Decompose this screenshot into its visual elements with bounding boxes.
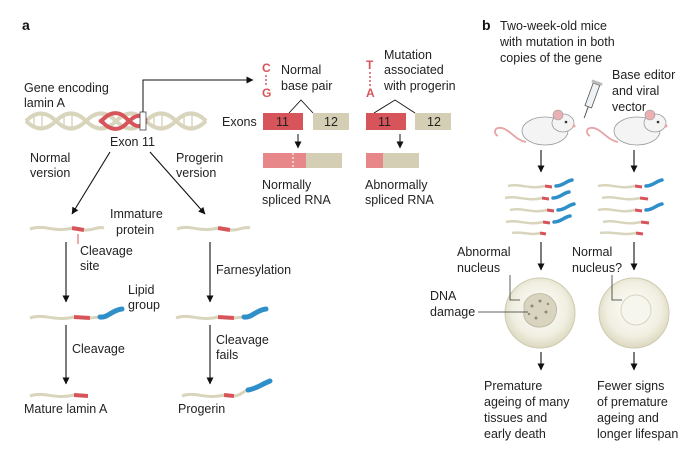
abnormal-nucleus-line2: nucleus [457, 261, 500, 275]
lipid-protein-progerin [175, 306, 269, 321]
exon-12-normal-label: 12 [324, 115, 338, 129]
abnormally-spliced-line2: spliced RNA [365, 193, 434, 207]
mutation-base-top: T [366, 58, 374, 72]
outcome-right-line2: of premature [597, 395, 668, 409]
cleavage-label: Cleavage [72, 342, 125, 356]
outcome-right-line3: ageing and [597, 411, 659, 425]
normal-arrow [71, 151, 111, 215]
abnormal-rna-exon12 [383, 153, 419, 168]
immature-protein-line1: Immature [110, 207, 163, 221]
cleavage-site-line1: Cleavage [80, 244, 133, 258]
mutation-line2: associated [384, 63, 444, 77]
progerin-protein [181, 378, 273, 399]
normal-base-bottom: G [262, 86, 271, 100]
dna-helix [24, 111, 208, 131]
abnormally-spliced-line1: Abnormally [365, 178, 428, 192]
mutation-line3: with progerin [383, 79, 456, 93]
outcome-left-line2: ageing of many [484, 395, 570, 409]
exon-12-mutant [415, 113, 451, 130]
normal-base-pair-line1: Normal [281, 63, 321, 77]
progerin-version-line2: version [176, 166, 216, 180]
base-editor-line3: vector [612, 100, 646, 114]
panel-b-title-line1: Two-week-old mice [500, 19, 607, 33]
normal-version-line2: version [30, 166, 70, 180]
cleavage-site-line2: site [80, 259, 100, 273]
farnesylation-label: Farnesylation [216, 263, 291, 277]
exon-11-mutant [366, 113, 406, 130]
normal-nucleus-line1: Normal [572, 245, 612, 259]
protein-bundle-left [504, 178, 576, 236]
outcome-right-line4: longer lifespan [597, 427, 678, 441]
panel-b-title-line3: copies of the gene [500, 51, 602, 65]
dna-damage-line1: DNA [430, 289, 457, 303]
base-editor-line1: Base editor [612, 68, 675, 82]
gene-label-line2: lamin A [24, 96, 66, 110]
progerin-version-line1: Progerin [176, 151, 223, 165]
base-editor-line2: and viral [612, 84, 659, 98]
normal-nucleus-cell [598, 277, 670, 349]
normally-spliced-line2: spliced RNA [262, 193, 331, 207]
gene-label-line1: Gene encoding [24, 81, 109, 95]
abnormal-nucleus-line1: Abnormal [457, 245, 511, 259]
panel-a-label: a [22, 17, 30, 33]
exon11-to-basepair-arrow [142, 76, 254, 112]
lipid-group-line1: Lipid [128, 283, 154, 297]
progerin-label: Progerin [178, 402, 225, 416]
exon11-label: Exon 11 [110, 135, 155, 149]
normal-nucleus-line2: nucleus? [572, 261, 622, 275]
cleavage-fails-line2: fails [216, 348, 238, 362]
normal-rna-exon12 [306, 153, 342, 168]
exon-12-mutant-label: 12 [427, 115, 441, 129]
exon-11-mutant-label: 11 [378, 115, 391, 129]
normal-base-top: C [262, 61, 271, 75]
exon-11-normal-label: 11 [276, 115, 289, 129]
progerin-arrow [149, 151, 206, 215]
mutation-line1: Mutation [384, 48, 432, 62]
mutation-base-bottom: A [366, 86, 375, 100]
syringe-icon [583, 79, 603, 119]
panel-b-label: b [482, 17, 491, 33]
mature-lamin-label: Mature lamin A [24, 402, 108, 416]
lipid-protein-normal [29, 306, 125, 321]
cleavage-fails-line1: Cleavage [216, 333, 269, 347]
exon-11-normal [263, 113, 303, 130]
outcome-left-line1: Premature [484, 379, 542, 393]
outcome-left-line3: tissues and [484, 411, 547, 425]
mouse-icon-untreated [494, 109, 576, 146]
normal-rna-exon11 [263, 153, 306, 168]
immature-protein-line2: protein [116, 223, 154, 237]
immature-protein-progerin [176, 225, 251, 232]
normal-base-pair-line2: base pair [281, 79, 332, 93]
lipid-group-line2: group [128, 298, 160, 312]
normally-spliced-line1: Normally [262, 178, 312, 192]
exons-label: Exons [222, 115, 257, 129]
normal-version-line1: Normal [30, 151, 70, 165]
protein-bundle-right [597, 178, 664, 236]
exon-12-normal [313, 113, 349, 130]
abnormal-nucleus-cell [504, 277, 576, 349]
outcome-right-line1: Fewer signs [597, 379, 664, 393]
panel-b-title-line2: with mutation in both [499, 35, 615, 49]
mature-lamin-protein [29, 392, 89, 399]
outcome-left-line4: early death [484, 427, 546, 441]
dna-damage-line2: damage [430, 305, 475, 319]
abnormal-rna-exon11 [366, 153, 383, 168]
mouse-icon-treated [586, 109, 668, 146]
immature-protein-normal [29, 225, 105, 232]
